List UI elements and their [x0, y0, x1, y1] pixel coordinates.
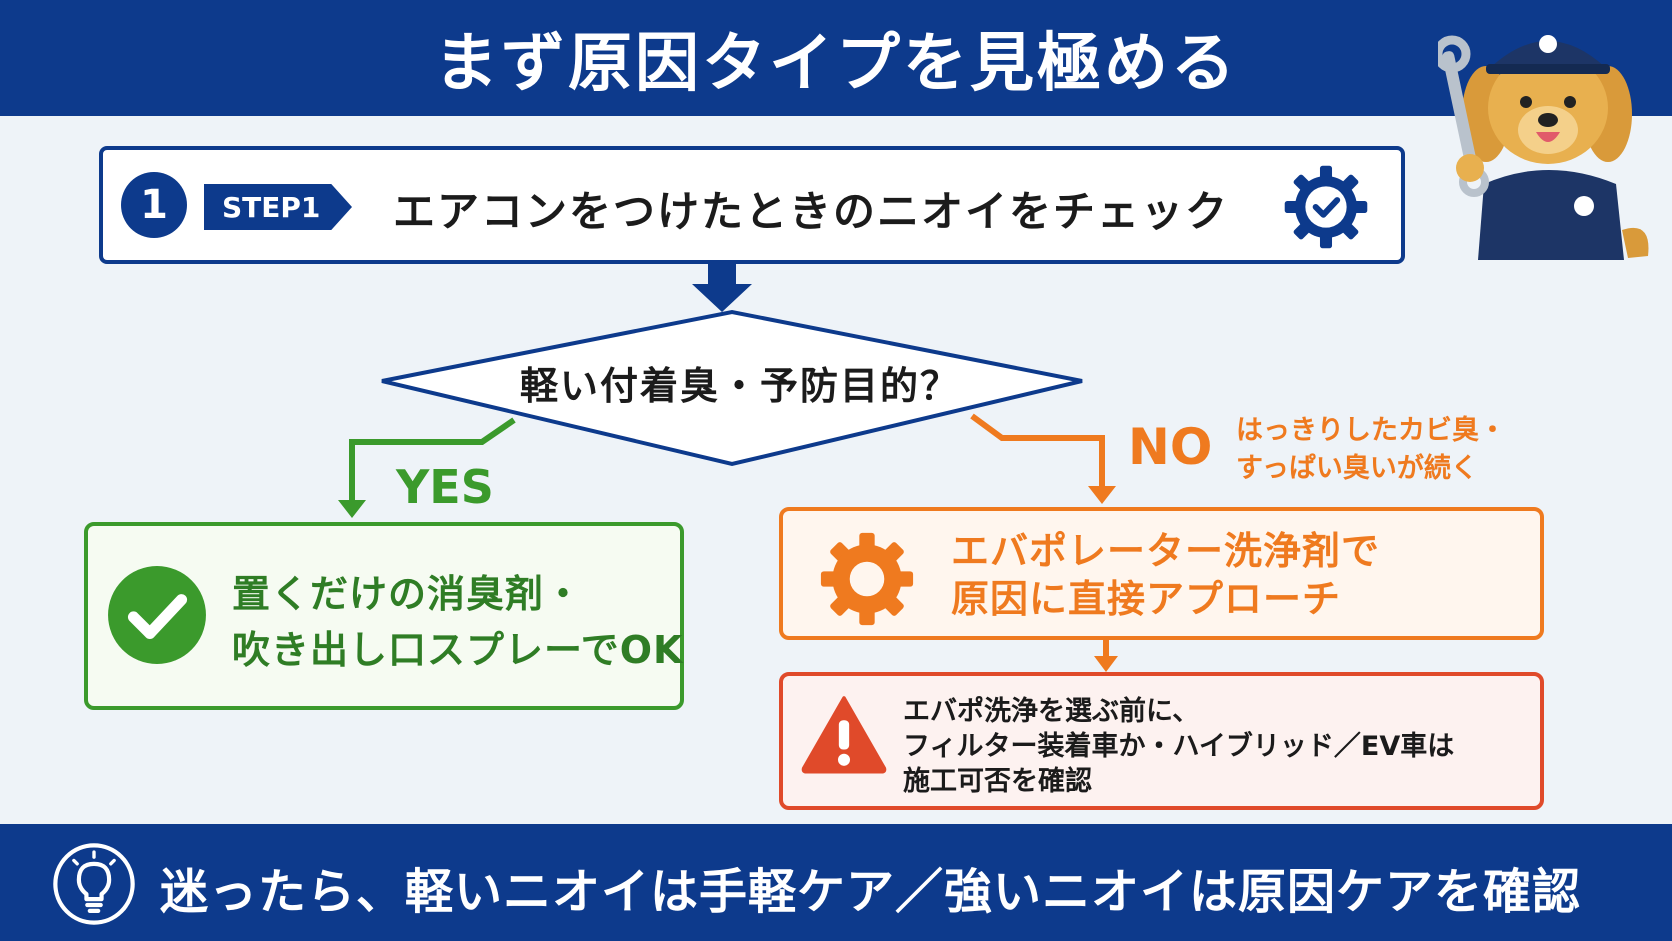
step-box: 1 STEP1 エアコンをつけたときのニオイをチェック	[99, 146, 1405, 264]
yes-result-box: 置くだけの消臭剤・ 吹き出し口スプレーでOK	[84, 522, 684, 710]
footer-banner: 迷ったら、軽いニオイは手軽ケア／強いニオイは原因ケアを確認	[0, 824, 1672, 941]
decision-diamond	[381, 309, 1083, 467]
page-title-text: まず原因タイプを見極める	[434, 27, 1238, 101]
step-number: 1	[121, 172, 187, 238]
decision-question: 軽い付着臭・予防目的？	[519, 364, 960, 408]
footer-text: 迷ったら、軽いニオイは手軽ケア／強いニオイは原因ケアを確認	[160, 864, 1582, 920]
no-desc-line: すっぱい臭いが続く	[1236, 453, 1478, 484]
lightbulb-icon	[53, 843, 135, 925]
check-circle-icon	[108, 566, 206, 664]
yes-result-text: 置くだけの消臭剤・ 吹き出し口スプレーでOK	[232, 566, 683, 678]
warning-line: エバポ洗浄を選ぶ前に、	[903, 696, 1200, 727]
gear-check-icon	[1284, 165, 1368, 249]
page-title: まず原因タイプを見極める	[0, 0, 1672, 116]
no-result-text: エバポレーター洗浄剤で 原因に直接アプローチ	[951, 527, 1380, 623]
warning-text: エバポ洗浄を選ぶ前に、 フィルター装着車か・ハイブリッド／EV車は 施工可否を確…	[903, 694, 1454, 799]
yes-result-line: 吹き出し口スプレーでOK	[232, 628, 684, 672]
dog-mechanic-mascot	[1438, 35, 1649, 260]
step-tag: STEP1	[204, 184, 352, 230]
no-result-box: エバポレーター洗浄剤で 原因に直接アプローチ	[779, 507, 1544, 640]
warning-line: フィルター装着車か・ハイブリッド／EV車は	[903, 731, 1455, 762]
warning-triangle-icon	[801, 696, 887, 774]
gear-icon	[820, 532, 914, 626]
no-result-line: 原因に直接アプローチ	[951, 577, 1342, 621]
no-desc-line: はっきりしたカビ臭・	[1236, 415, 1506, 446]
no-label: NO	[1128, 418, 1213, 476]
no-condition-description: はっきりしたカビ臭・ すっぱい臭いが続く	[1236, 412, 1506, 488]
warning-line: 施工可否を確認	[903, 766, 1092, 797]
warning-box: エバポ洗浄を選ぶ前に、 フィルター装着車か・ハイブリッド／EV車は 施工可否を確…	[779, 672, 1544, 810]
step-text: エアコンをつけたときのニオイをチェック	[393, 187, 1230, 236]
yes-label: YES	[396, 460, 494, 514]
no-result-line: エバポレーター洗浄剤で	[951, 529, 1381, 573]
yes-result-line: 置くだけの消臭剤・	[232, 572, 584, 616]
